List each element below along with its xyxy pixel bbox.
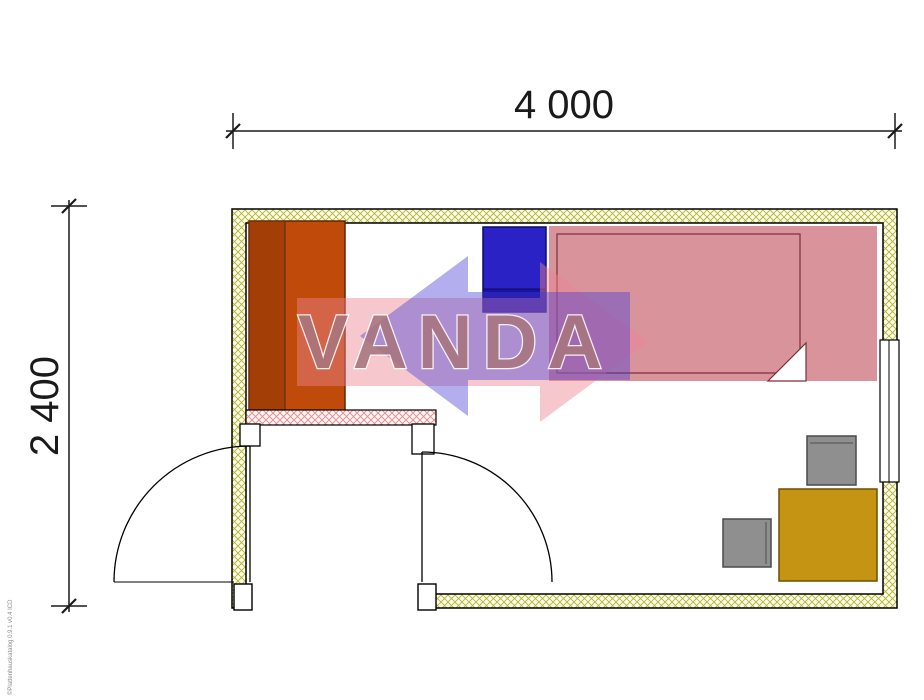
chair-top-seat [806,435,857,486]
single-bed [549,226,877,382]
chair-left [722,518,772,568]
watermark-blue-arrow [360,256,630,416]
desk [778,488,878,582]
bed-blanket-fold [766,341,807,382]
cabinet [482,226,547,313]
bed-mattress-outline [556,233,801,374]
dimension-top-tick-right [887,123,903,139]
chair-top [806,435,857,486]
bottom-wall-opening [252,588,418,612]
wardrobe [248,220,346,412]
dimension-left: 2 400 [23,198,87,614]
watermark-pink-arrow [297,262,648,422]
partition-wall [245,409,437,426]
door-post-left [239,423,261,447]
dimension-left-tick-bottom [61,598,77,614]
door-post-right [411,423,435,455]
chair-left-seat [722,518,772,568]
dimension-top-tick-left [225,123,241,139]
watermark: VANDA [296,256,648,422]
window [879,339,900,483]
dimension-top: 4 000 [225,83,903,149]
door-jamb-left [233,583,253,611]
entrance-doors [113,445,553,583]
fine-print: ©Plattenhauskatalog 0.9.1 v0.4 ICD [7,599,14,695]
watermark-text: VANDA [298,300,613,385]
exterior-walls [231,208,898,609]
door-jamb-right [417,583,437,611]
door-swing-arc-right [421,451,553,583]
dimension-height-label: 2 400 [23,356,67,456]
dimension-left-tick-top [61,198,77,214]
wardrobe-left-section [248,220,286,412]
bed-pillow [808,237,868,370]
cabinet-lower-shelf [482,288,547,313]
dimension-width-label: 4 000 [514,83,614,127]
door-swing-arc-left [113,445,251,583]
